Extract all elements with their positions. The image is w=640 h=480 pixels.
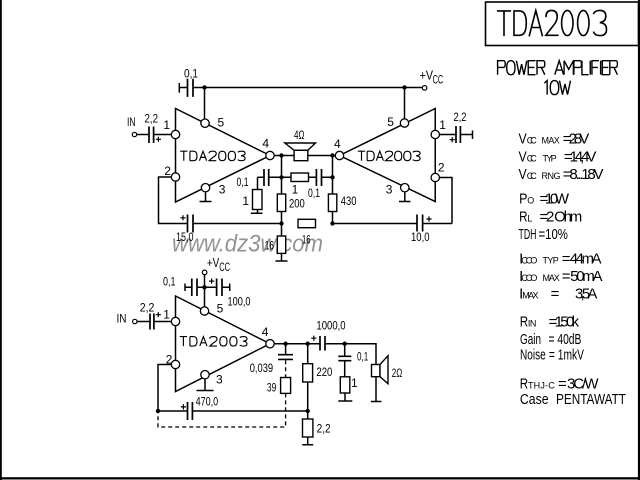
svg-text:2: 2 [164, 164, 171, 178]
svg-text:TDH: TDH [519, 226, 537, 243]
svg-text:2Ω: 2Ω [392, 366, 403, 380]
svg-text:CC: CC [219, 262, 230, 274]
svg-text:Case: Case [520, 391, 549, 408]
svg-text:10,0: 10,0 [411, 230, 430, 244]
svg-text:0,039: 0,039 [250, 361, 274, 375]
svg-text:0,1: 0,1 [237, 175, 249, 189]
svg-text:O=10W: O=10W [527, 191, 570, 208]
svg-text:39: 39 [267, 381, 277, 395]
svg-text:R: R [520, 375, 529, 392]
svg-text:P: P [519, 191, 527, 208]
svg-text:100,0: 100,0 [228, 295, 251, 309]
svg-text:R: R [520, 313, 529, 330]
svg-text:0,1: 0,1 [308, 186, 320, 200]
svg-text:1: 1 [439, 118, 446, 132]
svg-text:IN=150k: IN=150k [528, 313, 580, 330]
svg-text:1000,0: 1000,0 [316, 318, 345, 332]
svg-text:220: 220 [316, 365, 332, 379]
svg-text:2: 2 [166, 353, 173, 367]
svg-text:IN: IN [127, 115, 136, 129]
svg-text:= 40dB: = 40dB [549, 331, 582, 348]
svg-text:+V: +V [207, 255, 220, 270]
svg-text:PENTAWATT: PENTAWATT [556, 391, 626, 408]
svg-text:1: 1 [163, 118, 170, 132]
svg-text:200: 200 [289, 197, 305, 211]
svg-text:IN: IN [117, 312, 127, 326]
svg-text:L=2 Ohm: L=2 Ohm [527, 208, 582, 225]
svg-text:4: 4 [262, 325, 269, 339]
svg-text:3: 3 [219, 183, 226, 197]
svg-text:2,2: 2,2 [454, 110, 467, 124]
svg-text:2,2: 2,2 [140, 301, 155, 315]
svg-text:1: 1 [351, 376, 358, 390]
svg-text:+V: +V [420, 67, 434, 82]
svg-text:5: 5 [387, 115, 394, 129]
svg-text:0,1: 0,1 [163, 275, 176, 289]
svg-text:2,2: 2,2 [145, 112, 159, 126]
svg-text:CC: CC [433, 74, 444, 86]
svg-text:15,0: 15,0 [176, 230, 194, 244]
svg-text:16: 16 [265, 238, 274, 252]
svg-text:=10%: =10% [539, 226, 568, 243]
svg-text:470,0: 470,0 [196, 394, 219, 408]
svg-text:V: V [519, 131, 527, 148]
svg-text:THJ-C= 3C/W: THJ-C= 3C/W [528, 375, 599, 392]
svg-text:2,2: 2,2 [317, 422, 331, 436]
svg-text:0,1: 0,1 [357, 350, 369, 364]
svg-text:4: 4 [262, 137, 269, 151]
svg-text:5: 5 [218, 115, 225, 129]
svg-text:2: 2 [438, 160, 445, 174]
svg-text:Noise: Noise [520, 347, 546, 364]
svg-text:= 1mkV: = 1mkV [549, 347, 584, 364]
svg-text:R: R [519, 208, 528, 225]
svg-text:1: 1 [292, 182, 299, 196]
svg-text:16: 16 [302, 232, 311, 246]
svg-text:4Ω: 4Ω [294, 128, 305, 142]
svg-text:V: V [519, 166, 527, 183]
svg-text:1: 1 [242, 194, 249, 208]
svg-text:1: 1 [163, 308, 170, 322]
svg-text:430: 430 [341, 194, 357, 208]
svg-text:3: 3 [386, 183, 393, 197]
svg-text:www.dz3w.com: www.dz3w.com [172, 231, 323, 258]
svg-text:5: 5 [217, 301, 224, 315]
svg-text:V: V [519, 148, 527, 165]
svg-text:Gain: Gain [520, 331, 541, 348]
svg-text:0,1: 0,1 [184, 67, 198, 81]
svg-text:3: 3 [216, 373, 223, 387]
svg-text:4: 4 [334, 137, 341, 151]
